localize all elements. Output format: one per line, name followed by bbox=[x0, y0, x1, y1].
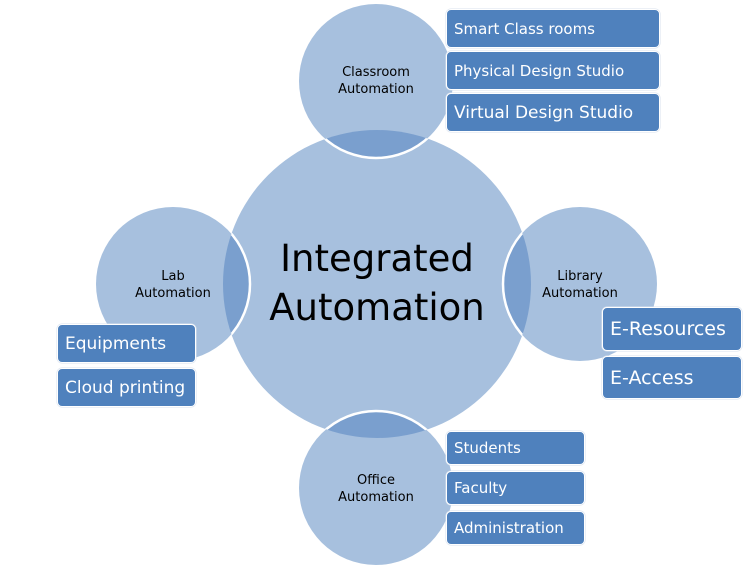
library-item-box: E-Access bbox=[602, 356, 742, 399]
office-item-box: Faculty bbox=[446, 471, 585, 505]
classroom-item-box: Smart Class rooms bbox=[446, 9, 660, 48]
classroom-label-line2: Automation bbox=[338, 82, 414, 97]
classroom-item-box: Physical Design Studio bbox=[446, 51, 660, 90]
lab-circle bbox=[96, 207, 250, 361]
library-label-line1: Library bbox=[557, 269, 603, 284]
office-label-line1: Office bbox=[357, 473, 395, 488]
office-item-box: Students bbox=[446, 431, 585, 465]
classroom-item-box: Virtual Design Studio bbox=[446, 93, 660, 132]
lab-label-line1: Lab bbox=[161, 269, 184, 284]
lab-item-box: Equipments bbox=[57, 324, 196, 363]
library-label-line2: Automation bbox=[542, 286, 618, 301]
office-circle bbox=[299, 411, 453, 565]
office-label-line2: Automation bbox=[338, 490, 414, 505]
center-circle bbox=[223, 130, 531, 438]
center-label-line2: Automation bbox=[269, 286, 485, 329]
lab-label-line2: Automation bbox=[135, 286, 211, 301]
library-item-box: E-Resources bbox=[602, 307, 742, 351]
classroom-label-line1: Classroom bbox=[342, 65, 410, 80]
office-item-box: Administration bbox=[446, 511, 585, 545]
classroom-circle bbox=[299, 4, 453, 158]
center-label-line1: Integrated bbox=[280, 237, 474, 280]
lab-item-box: Cloud printing bbox=[57, 368, 196, 407]
